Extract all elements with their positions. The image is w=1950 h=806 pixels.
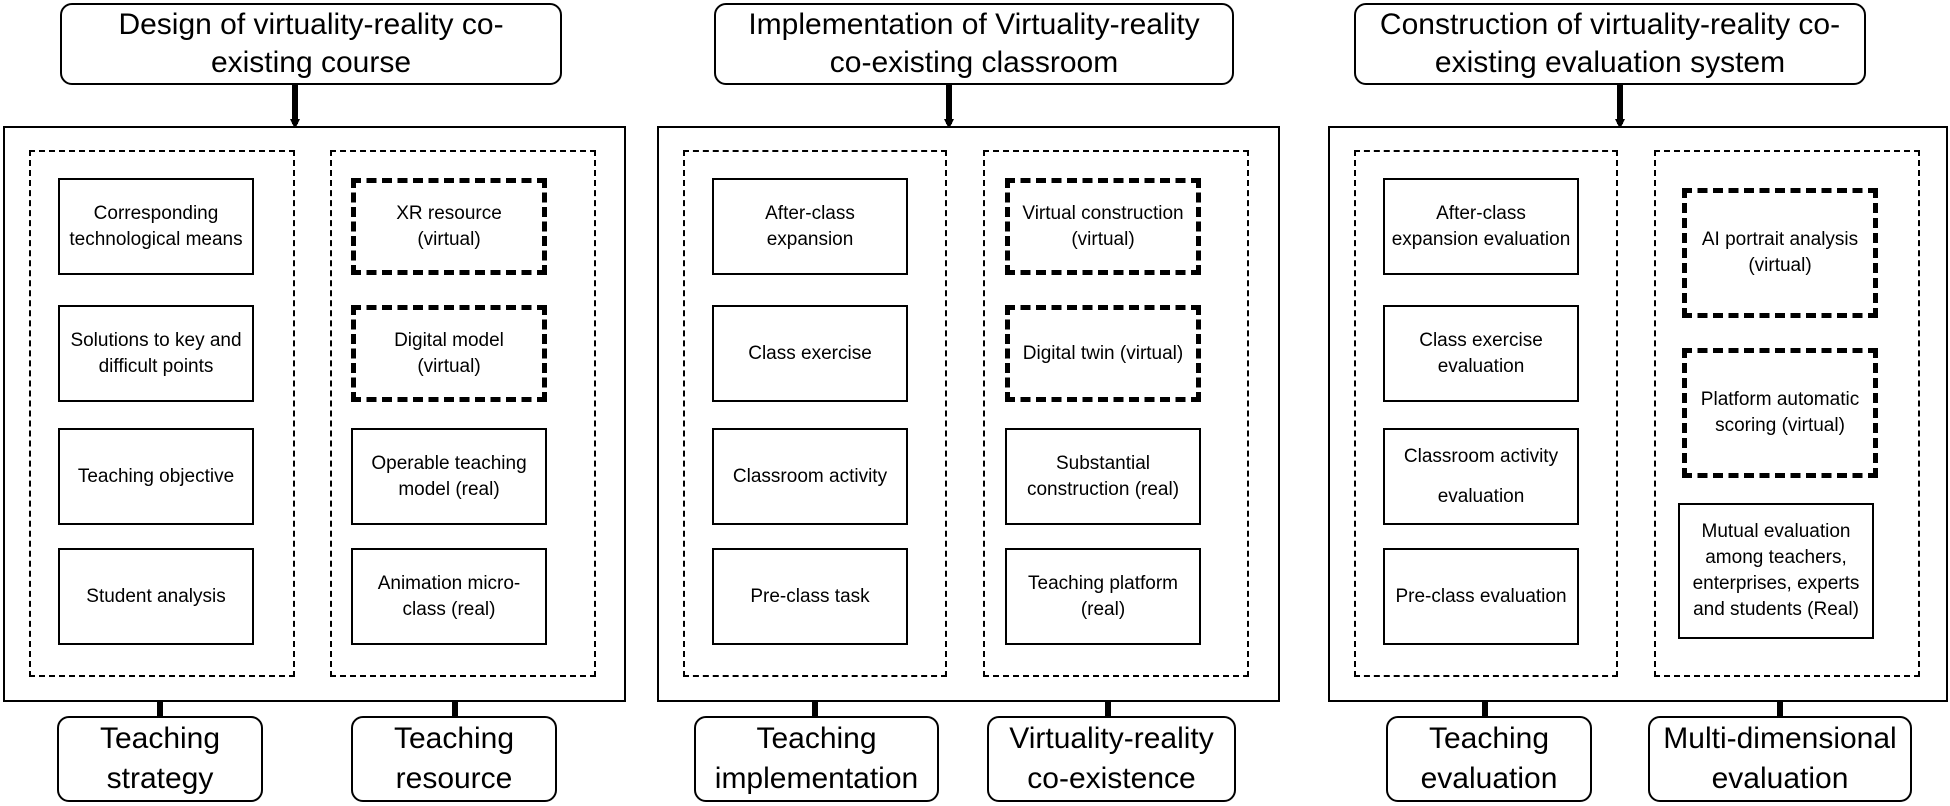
module-2-left-column	[683, 150, 947, 677]
module-3-right-item-real: Mutual evaluation among teachers, enterp…	[1678, 503, 1874, 639]
module-3-title: Construction of virtuality-reality co-ex…	[1354, 3, 1866, 85]
module-1-bottom-left: Teaching strategy	[57, 716, 263, 802]
module-2-right-item-real: Substantial construction (real)	[1005, 428, 1201, 525]
module-1-left-column	[29, 150, 295, 677]
module-3-right-item-virtual: Platform automatic scoring (virtual)	[1682, 348, 1878, 478]
module-1-left-item: Solutions to key and difficult points	[58, 305, 254, 402]
module-3-left-column	[1354, 150, 1618, 677]
module-1-bottom-right: Teaching resource	[351, 716, 557, 802]
module-1-left-item: Corresponding technological means	[58, 178, 254, 275]
module-1-right-item-virtual: XR resource (virtual)	[351, 178, 547, 275]
module-3-right-item-virtual: AI portrait analysis (virtual)	[1682, 188, 1878, 318]
module-3-left-item: Classroom activity evaluation	[1383, 428, 1579, 525]
module-1-title: Design of virtuality-reality co-existing…	[60, 3, 562, 85]
module-1-right-column	[330, 150, 596, 677]
module-3-bottom-left: Teaching evaluation	[1386, 716, 1592, 802]
module-2-left-item: Class exercise	[712, 305, 908, 402]
module-2-bottom-left: Teaching implementation	[694, 716, 939, 802]
module-2-right-item-virtual: Virtual construction (virtual)	[1005, 178, 1201, 275]
module-3-left-item: After-class expansion evaluation	[1383, 178, 1579, 275]
module-1-right-item-real: Animation micro-class (real)	[351, 548, 547, 645]
module-2-bottom-right: Virtuality-reality co-existence	[987, 716, 1236, 802]
module-3-left-item: Pre-class evaluation	[1383, 548, 1579, 645]
module-3-right-column	[1654, 150, 1920, 677]
module-2-left-item: Classroom activity	[712, 428, 908, 525]
module-2-right-item-real: Teaching platform (real)	[1005, 548, 1201, 645]
module-3-bottom-right: Multi-dimensional evaluation	[1648, 716, 1912, 802]
module-2-right-item-virtual: Digital twin (virtual)	[1005, 305, 1201, 402]
module-1-right-item-real: Operable teaching model (real)	[351, 428, 547, 525]
module-1-right-item-virtual: Digital model (virtual)	[351, 305, 547, 402]
module-1-left-item: Student analysis	[58, 548, 254, 645]
module-3-left-item: Class exercise evaluation	[1383, 305, 1579, 402]
module-2-left-item: Pre-class task	[712, 548, 908, 645]
module-2-right-column	[983, 150, 1249, 677]
module-2-title: Implementation of Virtuality-reality co-…	[714, 3, 1234, 85]
module-2-left-item: After-class expansion	[712, 178, 908, 275]
module-1-left-item: Teaching objective	[58, 428, 254, 525]
